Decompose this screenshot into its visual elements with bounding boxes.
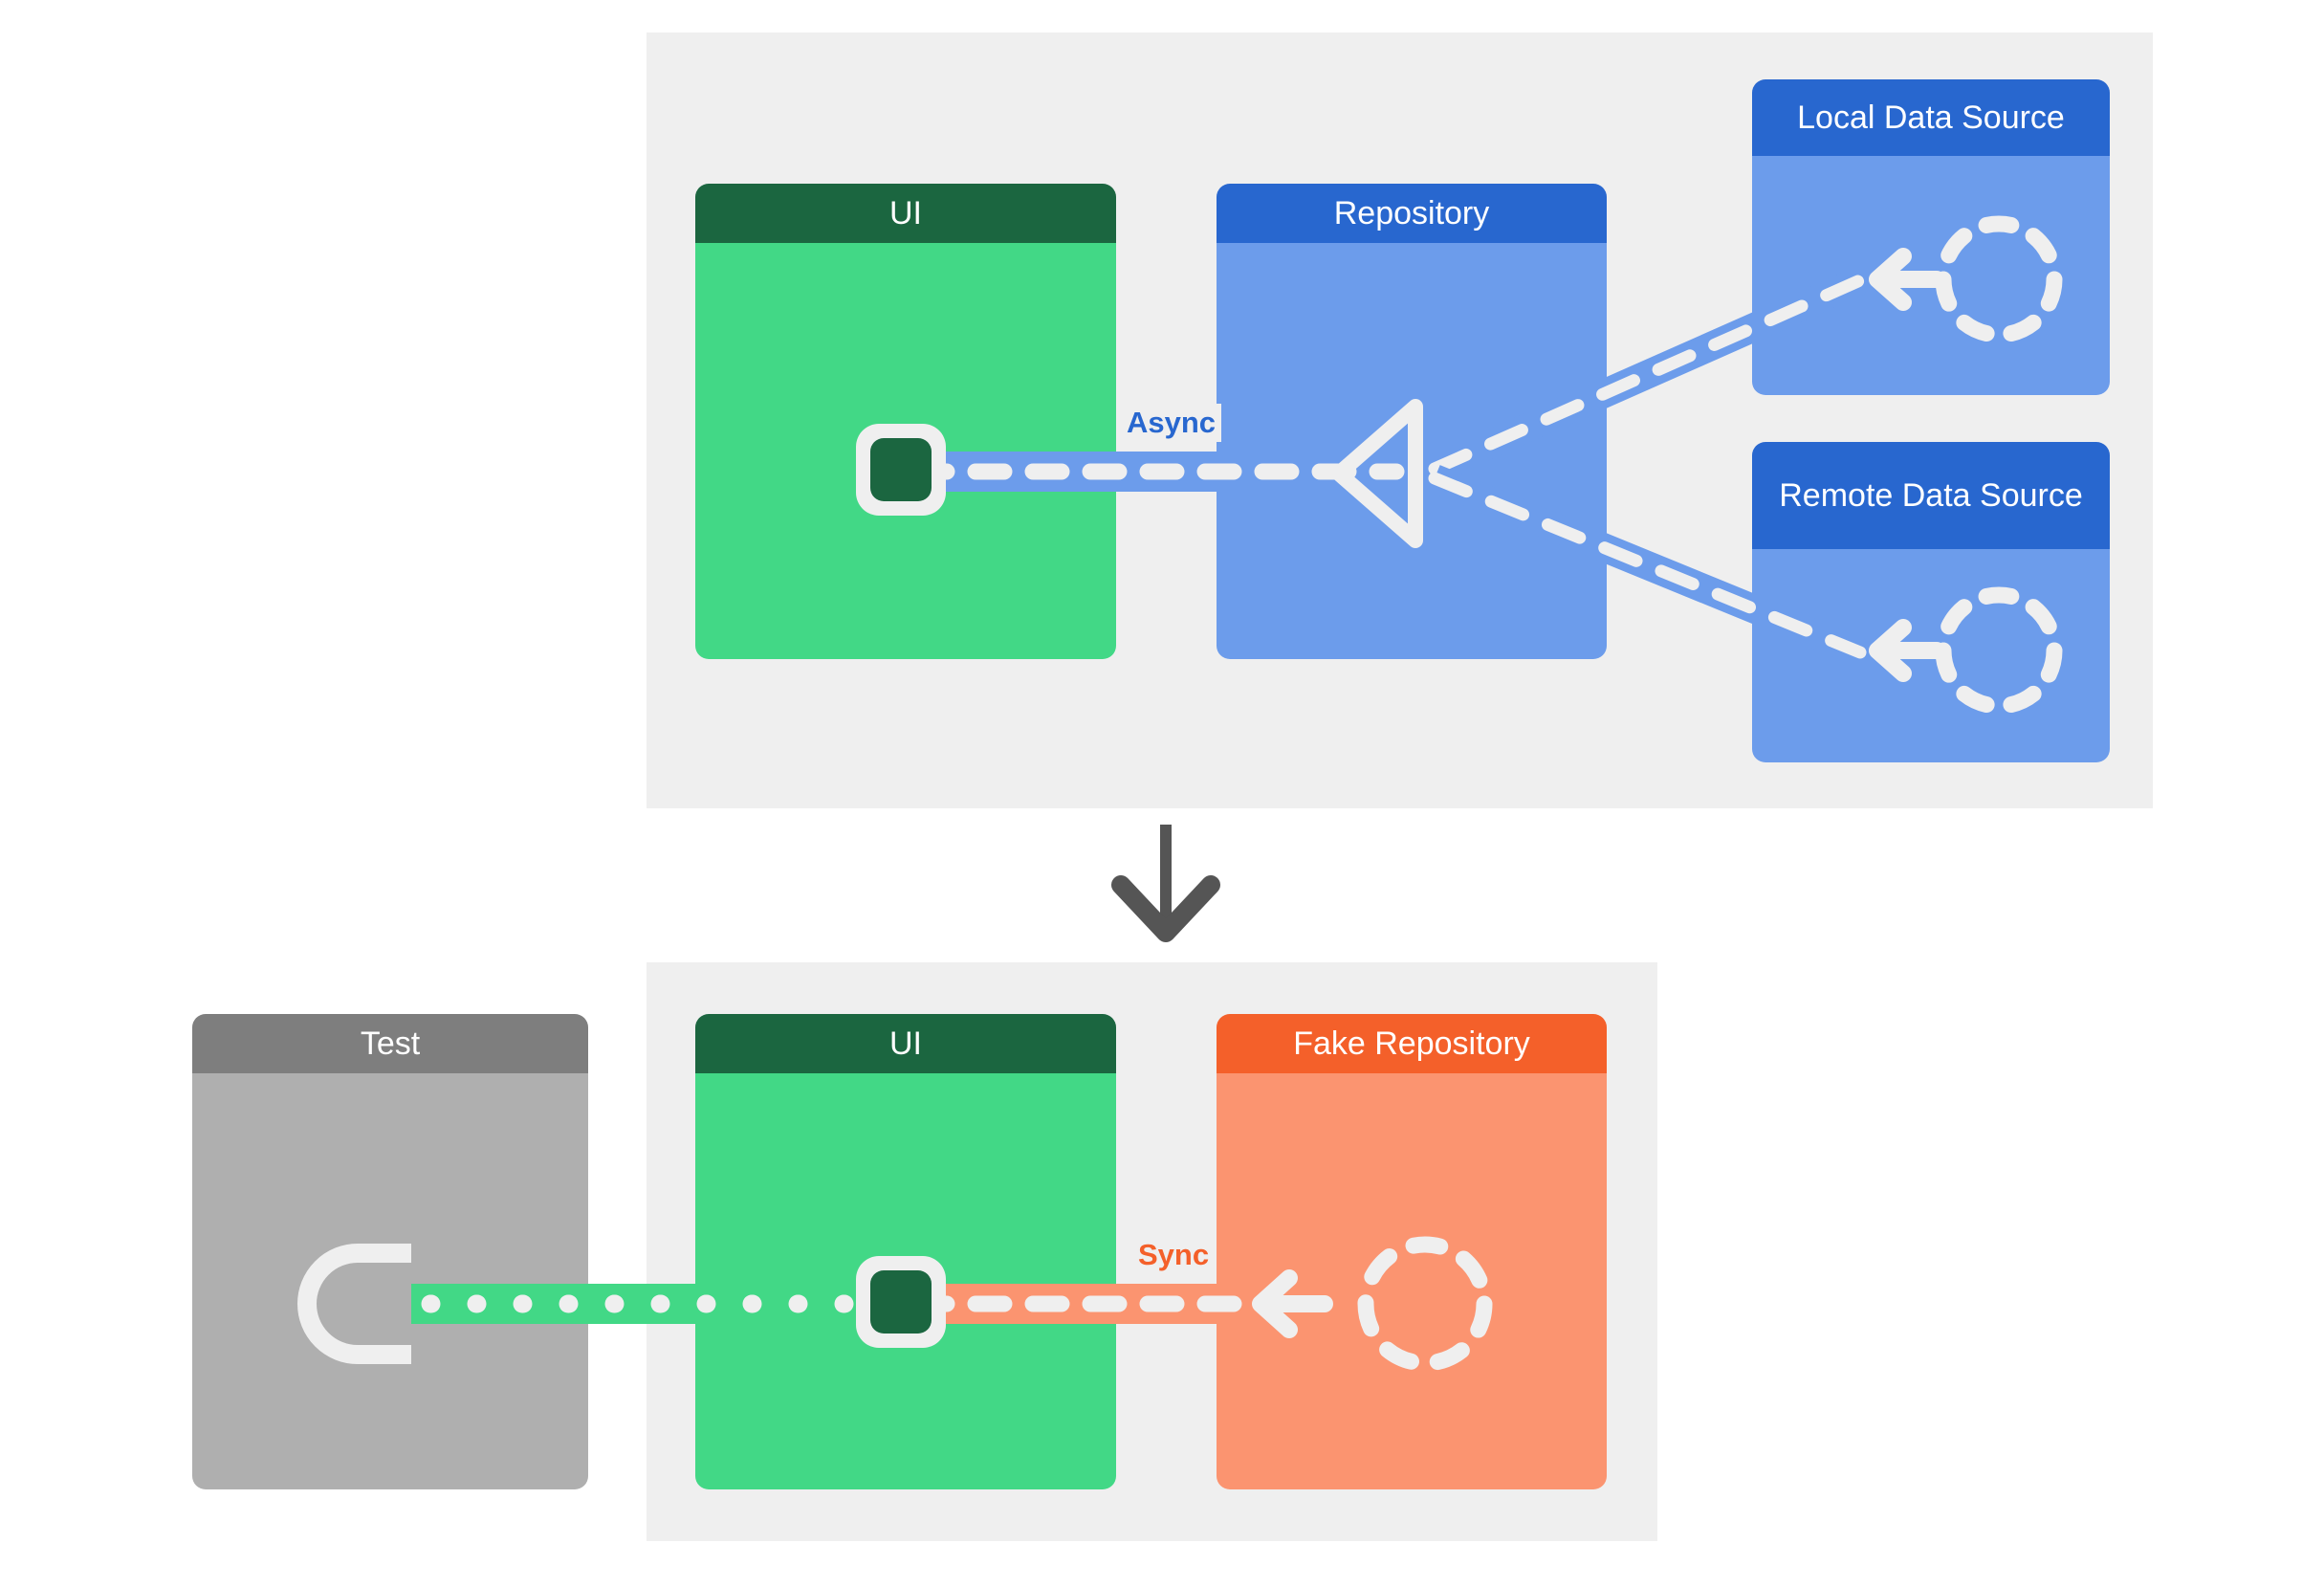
ui-node-test-title: UI [695,1014,1116,1073]
edge-label-async: Async [1121,404,1222,442]
ui-node-production-body [695,243,1116,659]
remote-data-source-body [1752,549,2110,762]
ui-node-test[interactable]: UI [695,1014,1116,1489]
ui-node-test-body [695,1073,1116,1489]
remote-data-source-title: Remote Data Source [1752,442,2110,549]
test-node-body [192,1073,588,1489]
fake-repository-body [1217,1073,1607,1489]
downward-flow-arrow-icon [1111,825,1220,942]
repository-node-title: Repository [1217,184,1607,243]
edge-label-sync: Sync [1132,1236,1216,1274]
remote-data-source-node[interactable]: Remote Data Source [1752,442,2110,762]
local-data-source-title: Local Data Source [1752,79,2110,156]
local-data-source-body [1752,156,2110,395]
ui-node-production[interactable]: UI [695,184,1116,659]
local-data-source-node[interactable]: Local Data Source [1752,79,2110,395]
repository-node-body [1217,243,1607,659]
test-node[interactable]: Test [192,1014,588,1489]
repository-node[interactable]: Repository [1217,184,1607,659]
test-node-title: Test [192,1014,588,1073]
ui-node-production-title: UI [695,184,1116,243]
fake-repository-title: Fake Repository [1217,1014,1607,1073]
fake-repository-node[interactable]: Fake Repository [1217,1014,1607,1489]
